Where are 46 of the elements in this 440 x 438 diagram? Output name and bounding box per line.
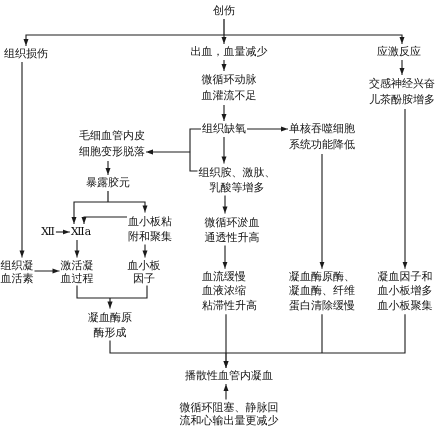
arrow	[400, 60, 404, 75]
step-label: 血小板因子	[128, 258, 160, 284]
step-label: Ⅻ	[41, 225, 55, 239]
step-label: 交感神经兴奋儿茶酚胺增多	[369, 76, 435, 108]
arrow	[82, 216, 127, 224]
arrow	[222, 105, 226, 121]
arrow	[142, 244, 148, 258]
arrow	[222, 60, 226, 71]
step-label: 应激反应	[377, 45, 421, 59]
step-label: 微循环淤血通透性升高	[204, 214, 260, 244]
step-label: 毛细血管内皮细胞变形脱落	[79, 128, 145, 160]
step-label: Ⅻa	[70, 225, 92, 239]
arrow	[34, 268, 60, 274]
arrow	[402, 109, 408, 269]
step-label: 凝血酶原酶、凝血酶、纤维蛋白清除缓慢	[289, 270, 355, 314]
arrow	[224, 384, 228, 400]
step-label: 组织凝血活素	[0, 258, 34, 284]
step-label: 微循环动脉血灌流不足	[202, 72, 256, 104]
arrow	[56, 230, 70, 234]
step-label: 血流缓慢血液浓缩粘滞性升高	[202, 270, 257, 314]
step-label: 单核吞噬细胞系统功能降低	[289, 121, 355, 153]
step-label: 创伤	[213, 4, 235, 18]
arrow	[74, 240, 80, 258]
arrow	[222, 246, 228, 269]
arrow	[222, 137, 226, 164]
arrow	[247, 126, 288, 132]
step-label: 凝血因子和血小板增多血小板聚集	[378, 270, 432, 314]
arrow	[106, 161, 110, 175]
arrow	[224, 314, 406, 368]
step-label: 组织胺、激肽、乳酸等增多	[198, 164, 276, 194]
step-label: 播散性血管内凝血	[185, 369, 273, 383]
step-label: 组织缺氧	[202, 122, 246, 136]
arrow	[108, 286, 148, 308]
arrow	[107, 191, 148, 212]
arrow	[20, 62, 24, 258]
arrow	[320, 154, 324, 269]
arrow	[223, 19, 404, 44]
arrow	[222, 196, 228, 214]
step-label: 激活凝血过程	[60, 258, 94, 284]
step-label: 组织损伤	[4, 47, 48, 61]
arrow	[146, 150, 198, 172]
step-label: 凝血酶原酶形成	[88, 310, 132, 340]
step-label: 血小板粘附和聚集	[128, 214, 172, 244]
step-label: 出血，血量减少	[190, 45, 268, 59]
step-label: 微循环阻塞、静脉回流和心输出量更减少	[180, 400, 278, 426]
step-label: 暴露胶元	[86, 176, 130, 190]
